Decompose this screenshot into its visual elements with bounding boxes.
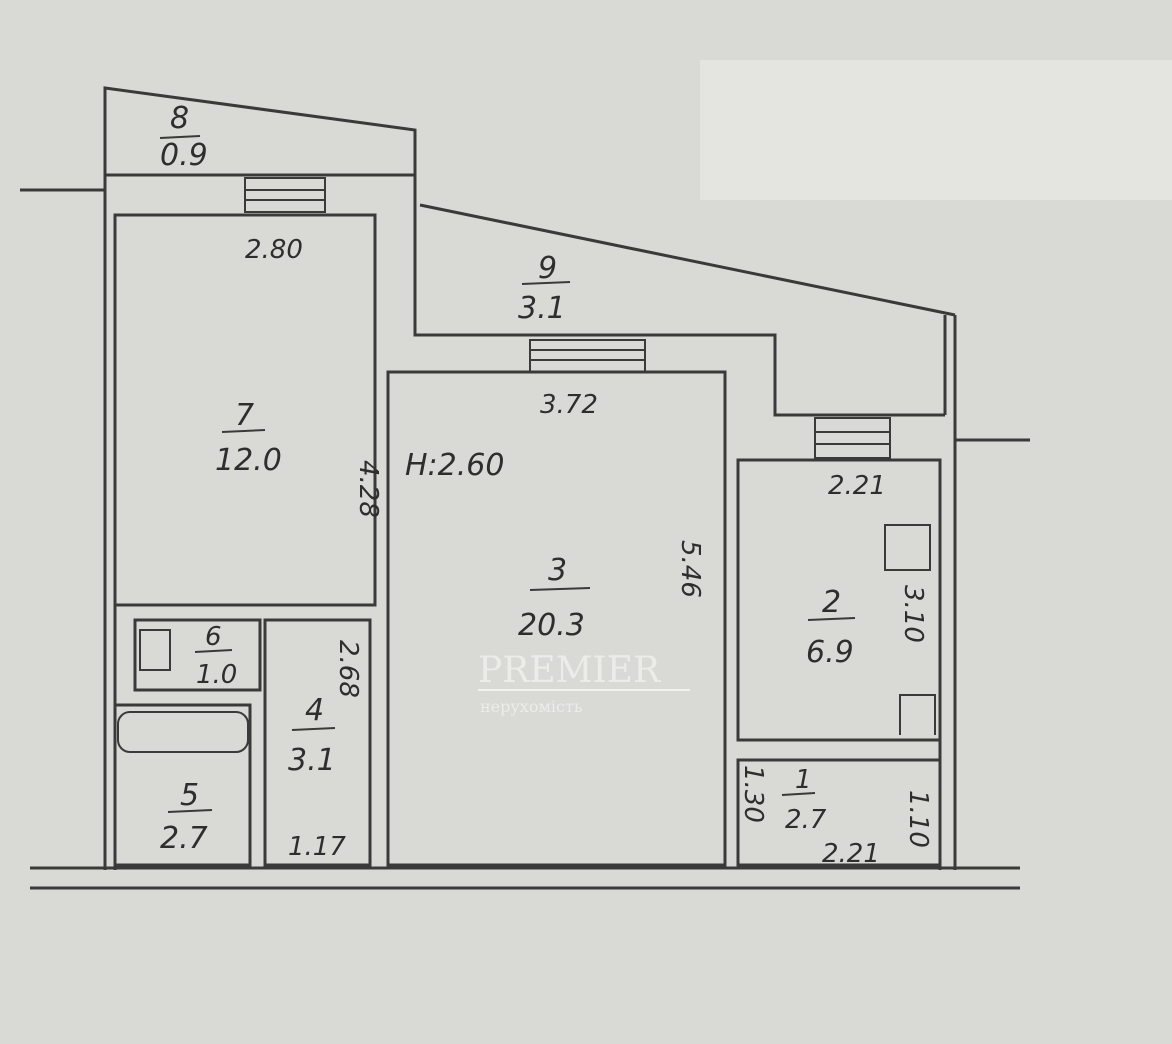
watermark-subtitle: нерухомість: [480, 697, 583, 716]
room-3-area: 20.3: [518, 608, 585, 643]
dim-room1-length: 1.30: [738, 765, 768, 823]
dim-room3-width: 3.72: [540, 390, 598, 420]
room-1-number: 1: [795, 765, 812, 795]
room-6-number: 6: [205, 622, 222, 652]
room-1-area: 2.7: [785, 805, 827, 835]
dim-room2-length: 3.10: [898, 585, 928, 643]
dim-room2-width: 2.21: [828, 471, 886, 501]
dim-room7-width: 2.80: [245, 235, 303, 265]
room-5-number: 5: [180, 778, 199, 813]
room-4-area: 3.1: [288, 743, 336, 778]
room-2-area: 6.9: [806, 635, 854, 670]
dim-room3-length: 5.46: [675, 540, 705, 598]
room-3-number: 3: [548, 553, 567, 588]
dim-room7-length: 4.28: [353, 460, 383, 518]
room-2-number: 2: [822, 585, 841, 620]
room-7-area: 12.0: [215, 443, 282, 478]
dim-room4-width: 1.17: [288, 832, 346, 862]
bathtub-icon: [117, 711, 249, 753]
room-8-number: 8: [170, 101, 189, 136]
dim-room4-length: 2.68: [333, 640, 363, 698]
dim-room1-width: 2.21: [822, 839, 880, 869]
room-4-number: 4: [305, 693, 324, 728]
toilet-icon: [139, 629, 171, 671]
room-7-number: 7: [235, 398, 254, 433]
watermark-brand: PREMIER: [478, 650, 661, 691]
room-labels: 8 0.9 9 3.1 7 12.0 3 20.3 2 6.9 6 1.0 4 …: [159, 101, 856, 856]
watermark: PREMIER нерухомість: [478, 650, 690, 716]
sink-icon: [899, 694, 936, 735]
ceiling-height: H:2.60: [405, 448, 504, 483]
dim-room1-side: 1.10: [903, 790, 933, 848]
room-5-area: 2.7: [160, 821, 208, 856]
walls: [20, 86, 1030, 890]
windows: [117, 177, 936, 753]
dimension-labels: 2.80 4.28 3.72 H:2.60 5.46 2.21 3.10 2.6…: [245, 235, 933, 869]
room-9-area: 3.1: [518, 291, 566, 326]
room-9-number: 9: [538, 251, 557, 286]
stove-icon: [884, 524, 931, 571]
room-8-area: 0.9: [160, 138, 208, 173]
scan-patch: [700, 60, 1172, 200]
room-6-area: 1.0: [196, 660, 237, 690]
